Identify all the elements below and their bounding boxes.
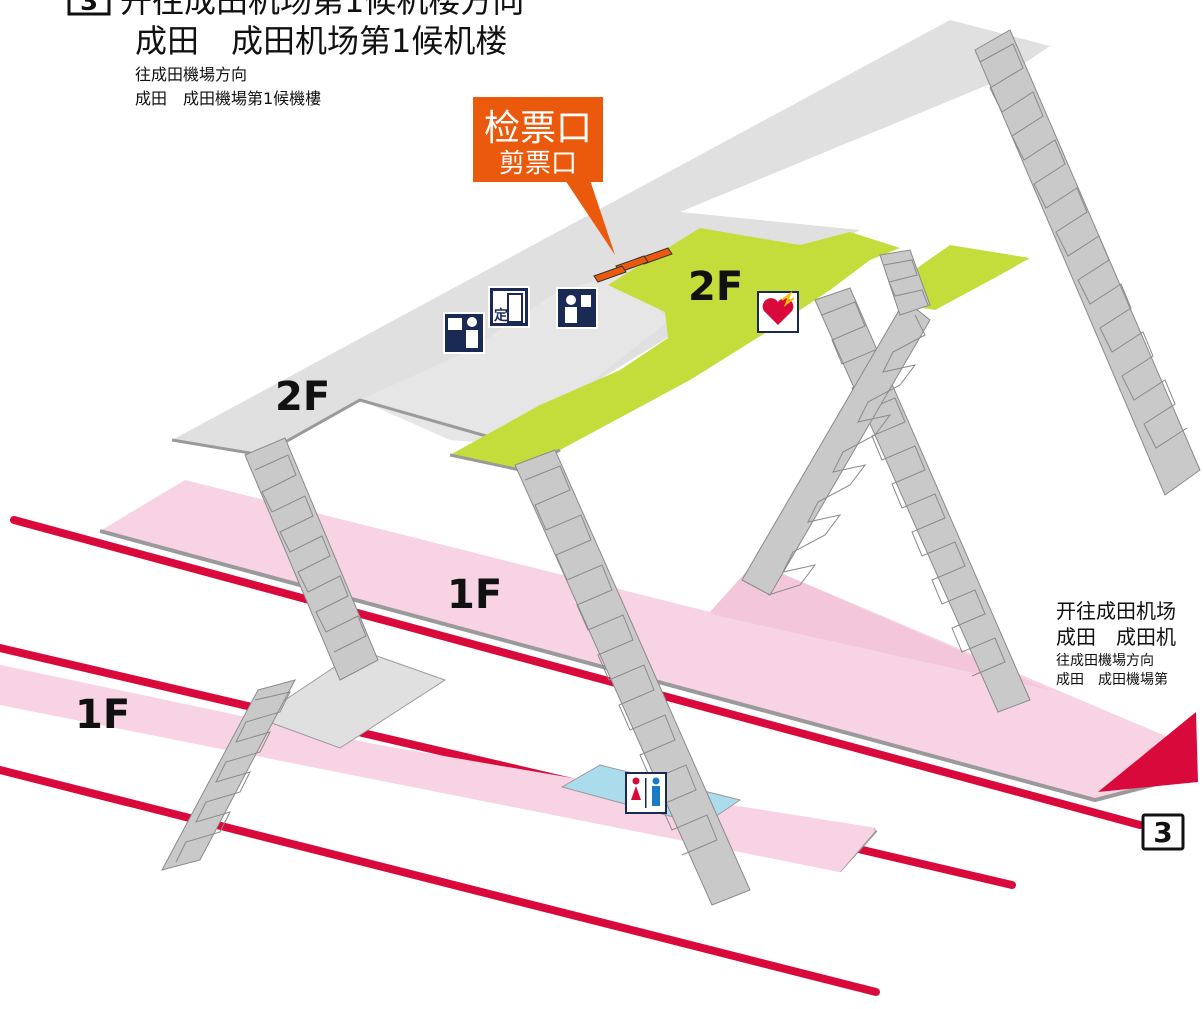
ticket-gate-label: 检票口 — [484, 108, 592, 149]
station-staff-icon — [556, 287, 598, 329]
stairs-top-small — [879, 249, 931, 316]
ticket-machine-icon — [443, 312, 485, 354]
direction-right-line2: 成田 成田机 — [1056, 625, 1176, 649]
stairs — [161, 29, 1201, 906]
platform-number-box-top — [67, 0, 111, 16]
gate-bar — [593, 265, 627, 283]
stairs-lower-left — [161, 679, 296, 871]
ticket-gates — [593, 247, 673, 283]
platform-number-marker: 3 — [1141, 813, 1185, 851]
stairs-cross-b — [741, 299, 931, 596]
ticket-gate-callout: 检票口 剪票口 — [473, 97, 615, 255]
direction-right-line1: 开往成田机场 — [1056, 599, 1176, 623]
floor-label-2f-green: 2F — [688, 264, 743, 310]
track-upper — [10, 516, 1144, 829]
direction-top-line3: 往成田機場方向 — [135, 65, 247, 84]
connector-bridge — [256, 649, 447, 749]
floor-label-1f-lower: 1F — [75, 692, 130, 738]
floor-label-2f-left: 2F — [275, 374, 330, 420]
commuter-pass-icon: 定 — [488, 286, 530, 328]
platform-lower-1f — [0, 665, 878, 873]
direction-right-line3: 往成田機場方向 — [1056, 653, 1154, 669]
direction-right-line4: 成田 成田機場第 — [1056, 671, 1168, 688]
ticket-gate-sublabel: 剪票口 — [499, 149, 577, 179]
aed-heart-icon — [757, 291, 799, 333]
stairs-left — [244, 437, 379, 681]
direction-right: 开往成田机场 成田 成田机 往成田機場方向 成田 成田機場第 — [1056, 599, 1176, 688]
stairs-center — [514, 449, 751, 906]
direction-arrow-icon — [1098, 712, 1198, 792]
platform-number-top: 3 — [80, 0, 98, 17]
stairs-right-top — [974, 29, 1201, 496]
restroom-icon — [625, 772, 667, 814]
floor-label-1f-upper: 1F — [447, 572, 502, 618]
commuter-pass-label: 定 — [494, 307, 508, 324]
direction-top: 3 开往成田机场第1候机楼方向 成田 成田机场第1候机楼 往成田機場方向 成田 … — [67, 0, 524, 108]
direction-top-line1: 开往成田机场第1候机楼方向 — [120, 0, 524, 20]
platform-number-marker-label: 3 — [1153, 816, 1172, 849]
track-lower — [0, 766, 880, 996]
direction-top-line4: 成田 成田機場第1候機樓 — [135, 89, 321, 108]
direction-top-line2: 成田 成田机场第1候机楼 — [135, 22, 507, 60]
